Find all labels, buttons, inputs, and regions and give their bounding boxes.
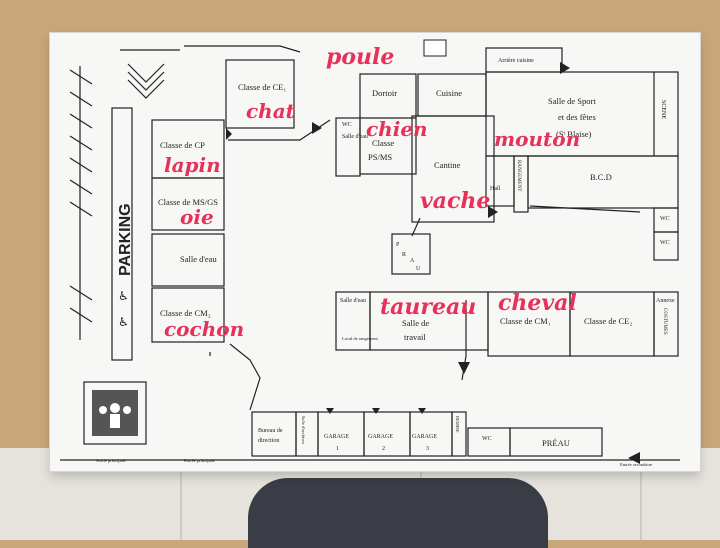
label-salle-travail-2: travail — [404, 332, 426, 342]
room-annexe — [653, 291, 679, 357]
room-bureau — [251, 411, 297, 457]
label-wc-bottom: WC — [482, 436, 492, 442]
label-pra-a: A — [410, 258, 415, 264]
room-msgs — [151, 177, 225, 231]
label-ce2: Classe de CE₂ — [584, 316, 632, 326]
room-ce1 — [225, 59, 295, 129]
shoe — [248, 478, 548, 548]
label-costumes: COSTUMES — [662, 308, 667, 335]
label-parking: PARKING — [117, 203, 134, 276]
label-wc-m: WC — [660, 240, 670, 246]
hand-lapin: lapin — [164, 153, 221, 177]
label-bureau-1: Bureau de — [258, 428, 283, 434]
label-garage-2: GARAGE — [368, 434, 393, 440]
room-salle-eau — [151, 233, 225, 287]
label-entree-principale: Entrée principale — [184, 458, 215, 463]
label-archives: Salle d'archives — [301, 416, 306, 444]
label-hall: Hall — [490, 186, 501, 192]
label-wc-f: WC — [660, 216, 670, 222]
paper-sheet — [50, 33, 700, 471]
label-salle-travail-1: Salle de — [402, 318, 429, 328]
room-remise — [451, 411, 467, 457]
label-cm1: Classe de CM₁ — [500, 316, 551, 326]
label-salle-eau-small: Salle d'eau — [342, 134, 368, 140]
garage-number-1: 1 — [336, 446, 339, 452]
label-classe-psms: Classe — [372, 138, 394, 148]
label-cp: Classe de CP — [160, 140, 205, 150]
label-ce1: Classe de CE₁ — [238, 82, 286, 92]
label-msgs: Classe de MS/GS — [158, 197, 218, 207]
label-cantine: Cantine — [434, 160, 461, 170]
room-wc-bottom — [467, 427, 511, 457]
room-pra — [391, 233, 431, 275]
label-sport-2: et des fêtes — [558, 112, 596, 122]
label-salle-eau: Salle d'eau — [180, 254, 217, 264]
hand-chat: chat — [246, 99, 296, 123]
hand-taureau: taureau — [380, 294, 476, 320]
label-cm2: Classe de CM₂ — [160, 308, 211, 318]
hand-vache: vache — [420, 188, 490, 214]
label-wc-small: WC — [342, 122, 352, 128]
garage-number-2: 2 — [382, 446, 385, 452]
hand-cochon: cochon — [164, 317, 244, 341]
hand-chien: chien — [366, 117, 428, 141]
label-garage-1: GARAGE — [324, 434, 349, 440]
label-local-rangement: Local de rangement — [342, 336, 378, 341]
label-bureau-2: direction — [258, 438, 279, 444]
room-preau — [509, 427, 603, 457]
room-wc-m — [653, 231, 679, 261]
room-archives — [295, 411, 319, 457]
label-salle-eau-2: Salle d'eau — [340, 298, 366, 304]
label-sport-1: Salle de Sport — [548, 96, 596, 106]
label-cuisine: Cuisine — [436, 88, 462, 98]
wheelchair-icon: ♿ — [118, 289, 129, 303]
assembly-area — [83, 381, 147, 445]
room-bcd — [527, 155, 679, 209]
label-entree-secondaire: Entrée secondaire — [620, 462, 652, 467]
parking-strip — [111, 107, 133, 361]
floor-joint — [180, 448, 182, 540]
label-preau: PRÉAU — [542, 438, 570, 448]
label-dortoir: Dortoir — [372, 88, 397, 98]
label-rangement: RANGEMENT — [516, 160, 521, 191]
label-pra-u: U — [416, 266, 421, 272]
room-cantine — [411, 115, 495, 223]
hand-cheval: cheval — [498, 290, 577, 316]
menu-icon — [423, 39, 447, 57]
hand-poule: poule — [326, 44, 394, 70]
wheelchair-icon: ♿ — [118, 315, 129, 329]
label-garage-3: GARAGE — [412, 434, 437, 440]
label-pra-p: P — [396, 242, 400, 248]
hand-oie: oie — [180, 205, 214, 229]
room-dortoir-psms — [359, 73, 417, 175]
label-sport-3: (Sᵗ Blaise) — [556, 129, 592, 139]
label-arriere-cuisine: Arrière cuisine — [498, 58, 534, 64]
room-cm2 — [151, 287, 225, 343]
label-remise: REMISE — [455, 416, 460, 433]
label-sortie-principale: Sortie principale — [96, 458, 126, 463]
assembly-point-icon — [92, 390, 138, 436]
garage-number-3: 3 — [426, 446, 429, 452]
hand-mouton: mouton — [494, 127, 580, 151]
floor-joint — [640, 448, 642, 540]
label-psms: PS/MS — [368, 152, 392, 162]
label-bcd: B.C.D — [590, 172, 612, 182]
label-annexe: Annexe — [656, 298, 675, 304]
label-scene: SCENE — [660, 100, 666, 119]
label-pra-r: R — [402, 252, 406, 258]
